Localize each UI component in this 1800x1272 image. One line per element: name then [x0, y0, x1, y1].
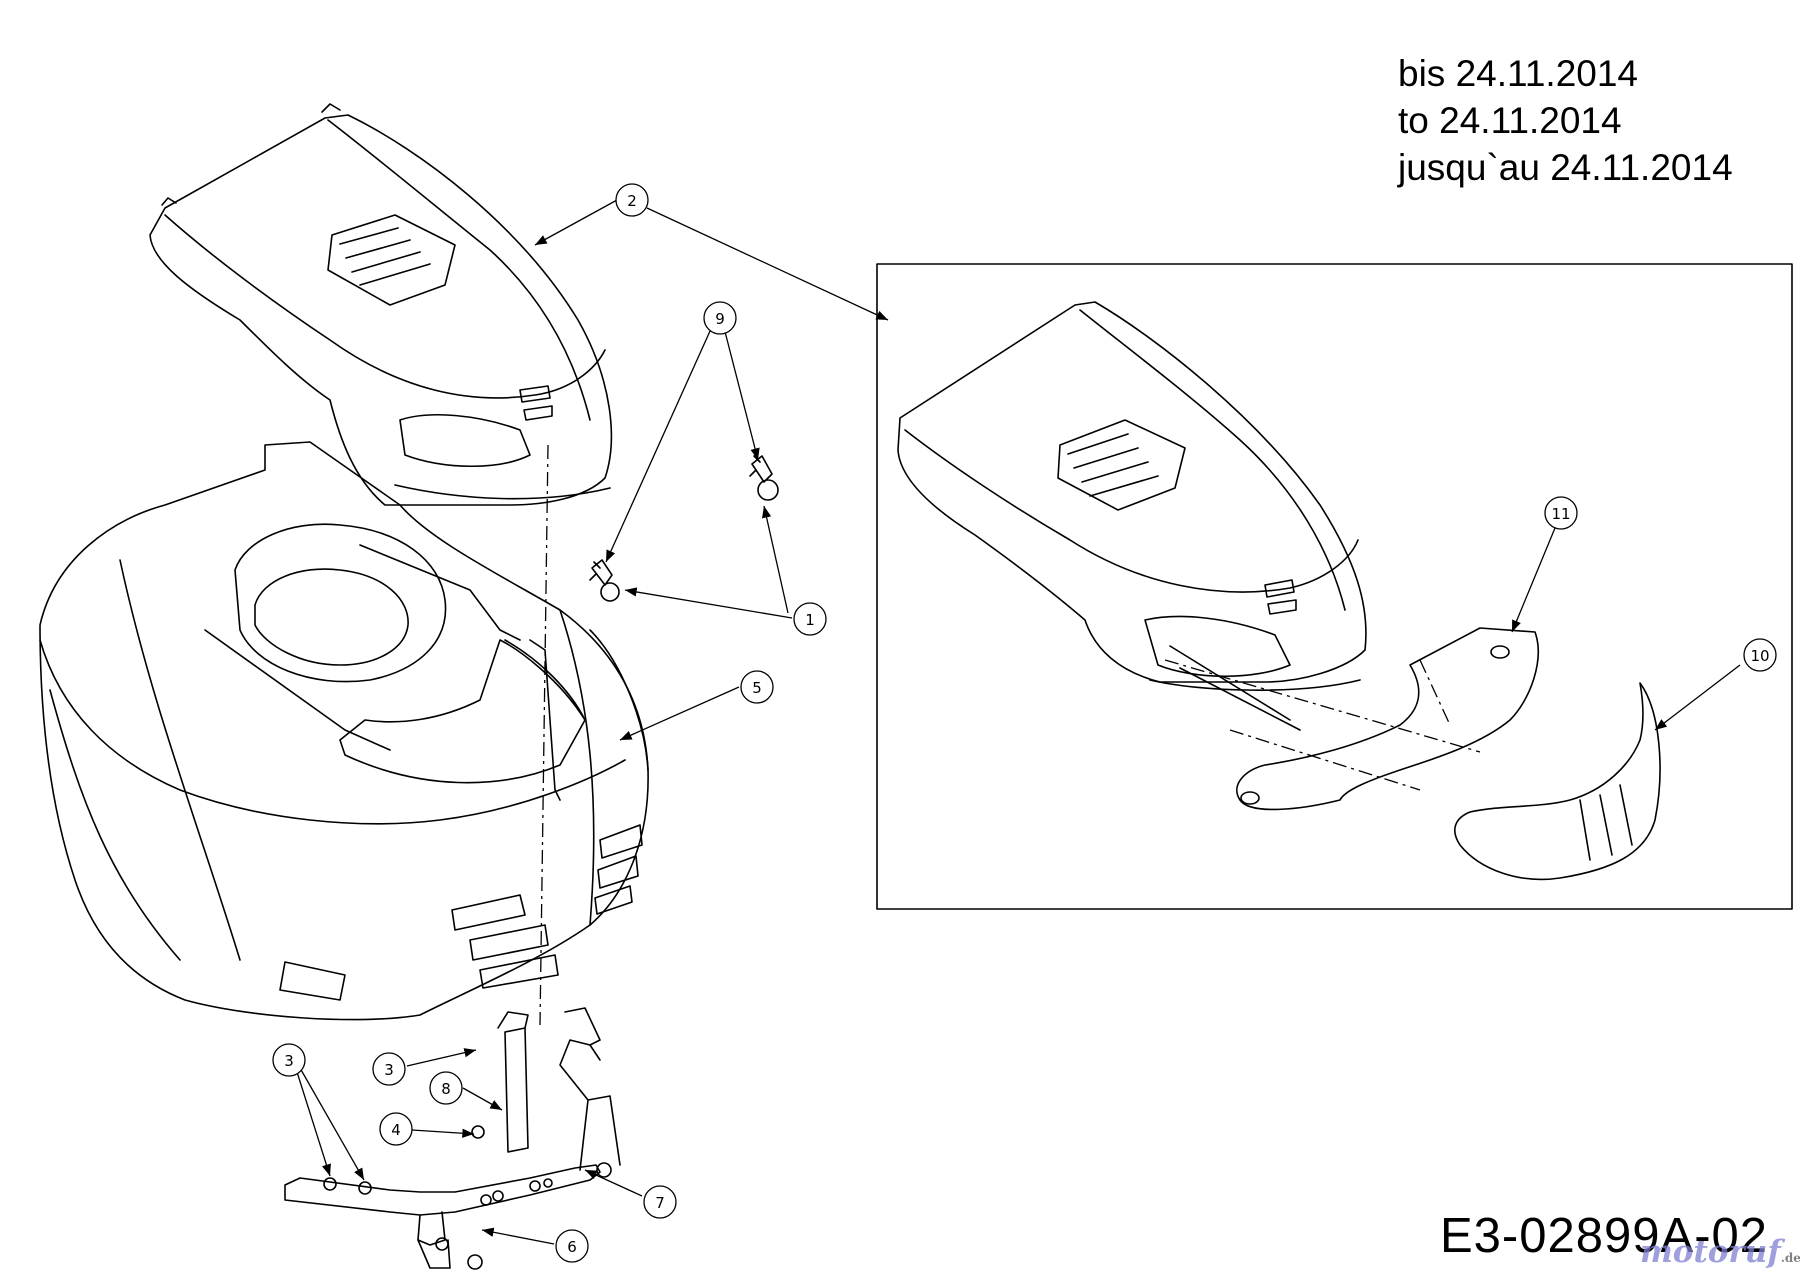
callout-6: 6 [555, 1229, 589, 1263]
svg-text:3: 3 [284, 1052, 294, 1070]
lower-hood-part-5 [39, 441, 649, 1021]
svg-text:2: 2 [627, 192, 637, 210]
inset-frame [876, 263, 1793, 910]
inset-hood [897, 301, 1661, 881]
validity-note-fr: jusqu`au 24.11.2014 [1398, 147, 1733, 188]
svg-text:7: 7 [655, 1194, 665, 1212]
mount-bracket-parts-3-4-6-7-8 [284, 1007, 621, 1270]
callout-3-right: 3 [372, 1052, 406, 1086]
callouts: 2 9 1 5 11 10 3 3 [272, 183, 1777, 1263]
callout-9: 9 [703, 301, 737, 335]
callout-4: 4 [379, 1112, 413, 1146]
watermark-brand: motoruf [1640, 1234, 1781, 1270]
watermark-logo: motoruf.de [1640, 1234, 1800, 1270]
lamp-parts-1-9 [589, 455, 779, 602]
svg-text:4: 4 [391, 1121, 401, 1139]
validity-note: bis 24.11.2014 to 24.11.2014 jusqu`au 24… [1398, 50, 1733, 191]
callout-1: 1 [793, 602, 827, 636]
callout-5: 5 [740, 670, 774, 704]
callout-10: 10 [1743, 638, 1777, 672]
watermark-suffix: .de [1780, 1251, 1800, 1265]
svg-text:11: 11 [1551, 505, 1570, 523]
callout-3-left: 3 [272, 1043, 306, 1077]
upper-hood-part-2 [149, 103, 613, 506]
assembly-lines [539, 444, 1481, 1026]
svg-text:9: 9 [715, 310, 725, 328]
callout-2: 2 [615, 183, 649, 217]
drawing-number: E3-02899A-02 [1440, 1209, 1769, 1263]
cover-part-10 [1454, 682, 1661, 881]
callout-7: 7 [643, 1185, 677, 1219]
leader-lines [296, 199, 1741, 1245]
svg-text:1: 1 [805, 611, 815, 629]
callout-8: 8 [429, 1071, 463, 1105]
svg-text:10: 10 [1750, 647, 1769, 665]
svg-text:6: 6 [567, 1238, 577, 1256]
validity-note-en: to 24.11.2014 [1398, 100, 1622, 141]
cover-part-11 [1236, 627, 1539, 811]
callout-11: 11 [1544, 496, 1578, 530]
svg-text:8: 8 [441, 1080, 451, 1098]
svg-text:5: 5 [752, 679, 762, 697]
svg-text:3: 3 [384, 1061, 394, 1079]
validity-note-de: bis 24.11.2014 [1398, 53, 1639, 94]
